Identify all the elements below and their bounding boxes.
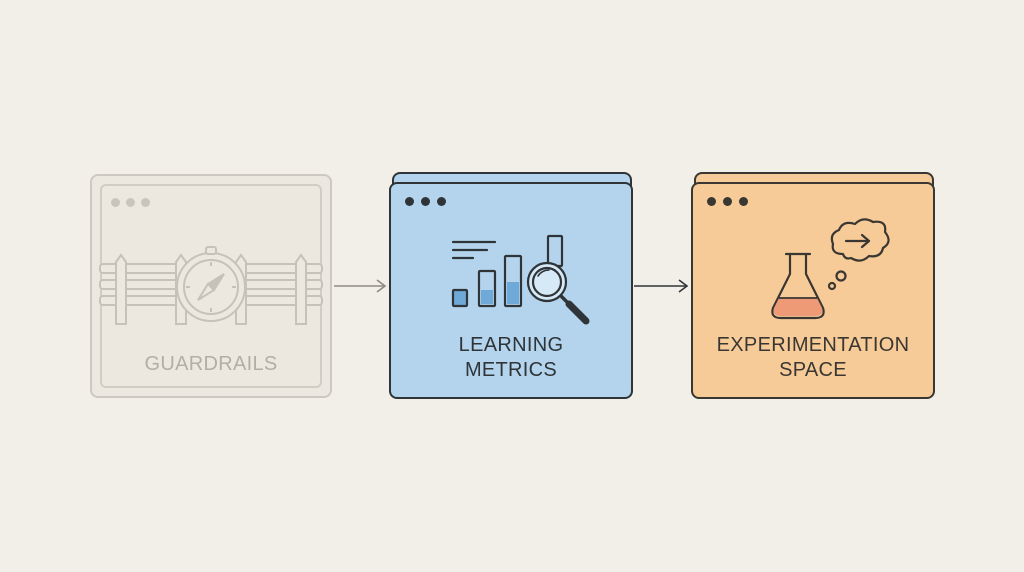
window-dot bbox=[437, 197, 446, 206]
window-dot bbox=[723, 197, 732, 206]
step-label: LEARNING METRICS bbox=[458, 334, 564, 381]
step-card-learning-metrics: LEARNING METRICS bbox=[389, 182, 633, 399]
window-dot bbox=[141, 198, 150, 207]
step-label: GUARDRAILS bbox=[144, 353, 278, 375]
flow-arrow bbox=[634, 279, 689, 293]
window-dot bbox=[111, 198, 120, 207]
window-dot bbox=[405, 197, 414, 206]
flow-arrow bbox=[334, 279, 387, 293]
window-dot bbox=[126, 198, 135, 207]
window-dot bbox=[707, 197, 716, 206]
bar-chart-magnifier-icon bbox=[451, 234, 590, 325]
step-label: EXPERIMENTATION SPACE bbox=[716, 334, 910, 381]
step-card-experimentation-space: EXPERIMENTATION SPACE bbox=[691, 182, 935, 399]
step-card-guardrails: GUARDRAILS bbox=[90, 174, 332, 398]
flask-thought-bubble-icon bbox=[771, 218, 890, 320]
window-dot bbox=[739, 197, 748, 206]
fence-compass-icon bbox=[99, 246, 323, 325]
window-dot bbox=[421, 197, 430, 206]
